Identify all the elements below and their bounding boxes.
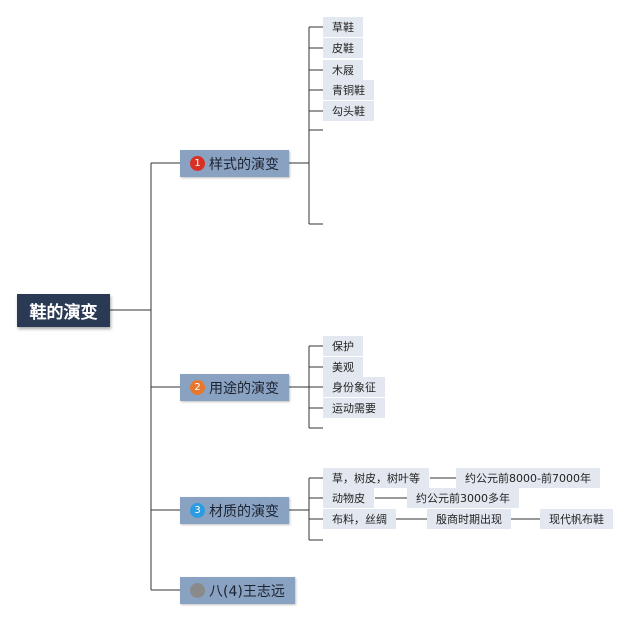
leaf-clogs[interactable]: 木屐 bbox=[323, 60, 363, 80]
branch-use-evolution[interactable]: 2 用途的演变 bbox=[180, 374, 289, 401]
leaf-animal-skin[interactable]: 动物皮 bbox=[323, 488, 374, 508]
leaf-modern-canvas-shoes[interactable]: 现代帆布鞋 bbox=[540, 509, 613, 529]
leaf-bronze-shoes[interactable]: 青铜鞋 bbox=[323, 80, 374, 100]
branch-author[interactable]: 八(4)王志远 bbox=[180, 577, 295, 604]
leaf-straw-shoes[interactable]: 草鞋 bbox=[323, 17, 363, 37]
priority-1-icon: 1 bbox=[190, 156, 205, 171]
branch-label: 样式的演变 bbox=[209, 156, 279, 173]
leaf-cloth-silk[interactable]: 布料，丝绸 bbox=[323, 509, 396, 529]
leaf-protection[interactable]: 保护 bbox=[323, 336, 363, 356]
leaf-date-3000bc[interactable]: 约公元前3000多年 bbox=[407, 488, 519, 508]
branch-material-evolution[interactable]: 3 材质的演变 bbox=[180, 497, 289, 524]
branch-label: 用途的演变 bbox=[209, 380, 279, 397]
branch-style-evolution[interactable]: 1 样式的演变 bbox=[180, 150, 289, 177]
root-topic[interactable]: 鞋的演变 bbox=[17, 294, 110, 327]
leaf-leather-shoes[interactable]: 皮鞋 bbox=[323, 38, 363, 58]
marker-icon bbox=[190, 583, 205, 598]
leaf-grass-bark-leaves[interactable]: 草，树皮，树叶等 bbox=[323, 468, 429, 488]
leaf-shang-dynasty[interactable]: 殷商时期出现 bbox=[427, 509, 511, 529]
branch-label: 八(4)王志远 bbox=[209, 583, 285, 600]
branch-label: 材质的演变 bbox=[209, 503, 279, 520]
priority-3-icon: 3 bbox=[190, 503, 205, 518]
leaf-date-8000bc[interactable]: 约公元前8000-前7000年 bbox=[456, 468, 600, 488]
leaf-hooked-toe-shoes[interactable]: 勾头鞋 bbox=[323, 101, 374, 121]
priority-2-icon: 2 bbox=[190, 380, 205, 395]
leaf-beauty[interactable]: 美观 bbox=[323, 357, 363, 377]
leaf-sports-needs[interactable]: 运动需要 bbox=[323, 398, 385, 418]
leaf-status-symbol[interactable]: 身份象征 bbox=[323, 377, 385, 397]
